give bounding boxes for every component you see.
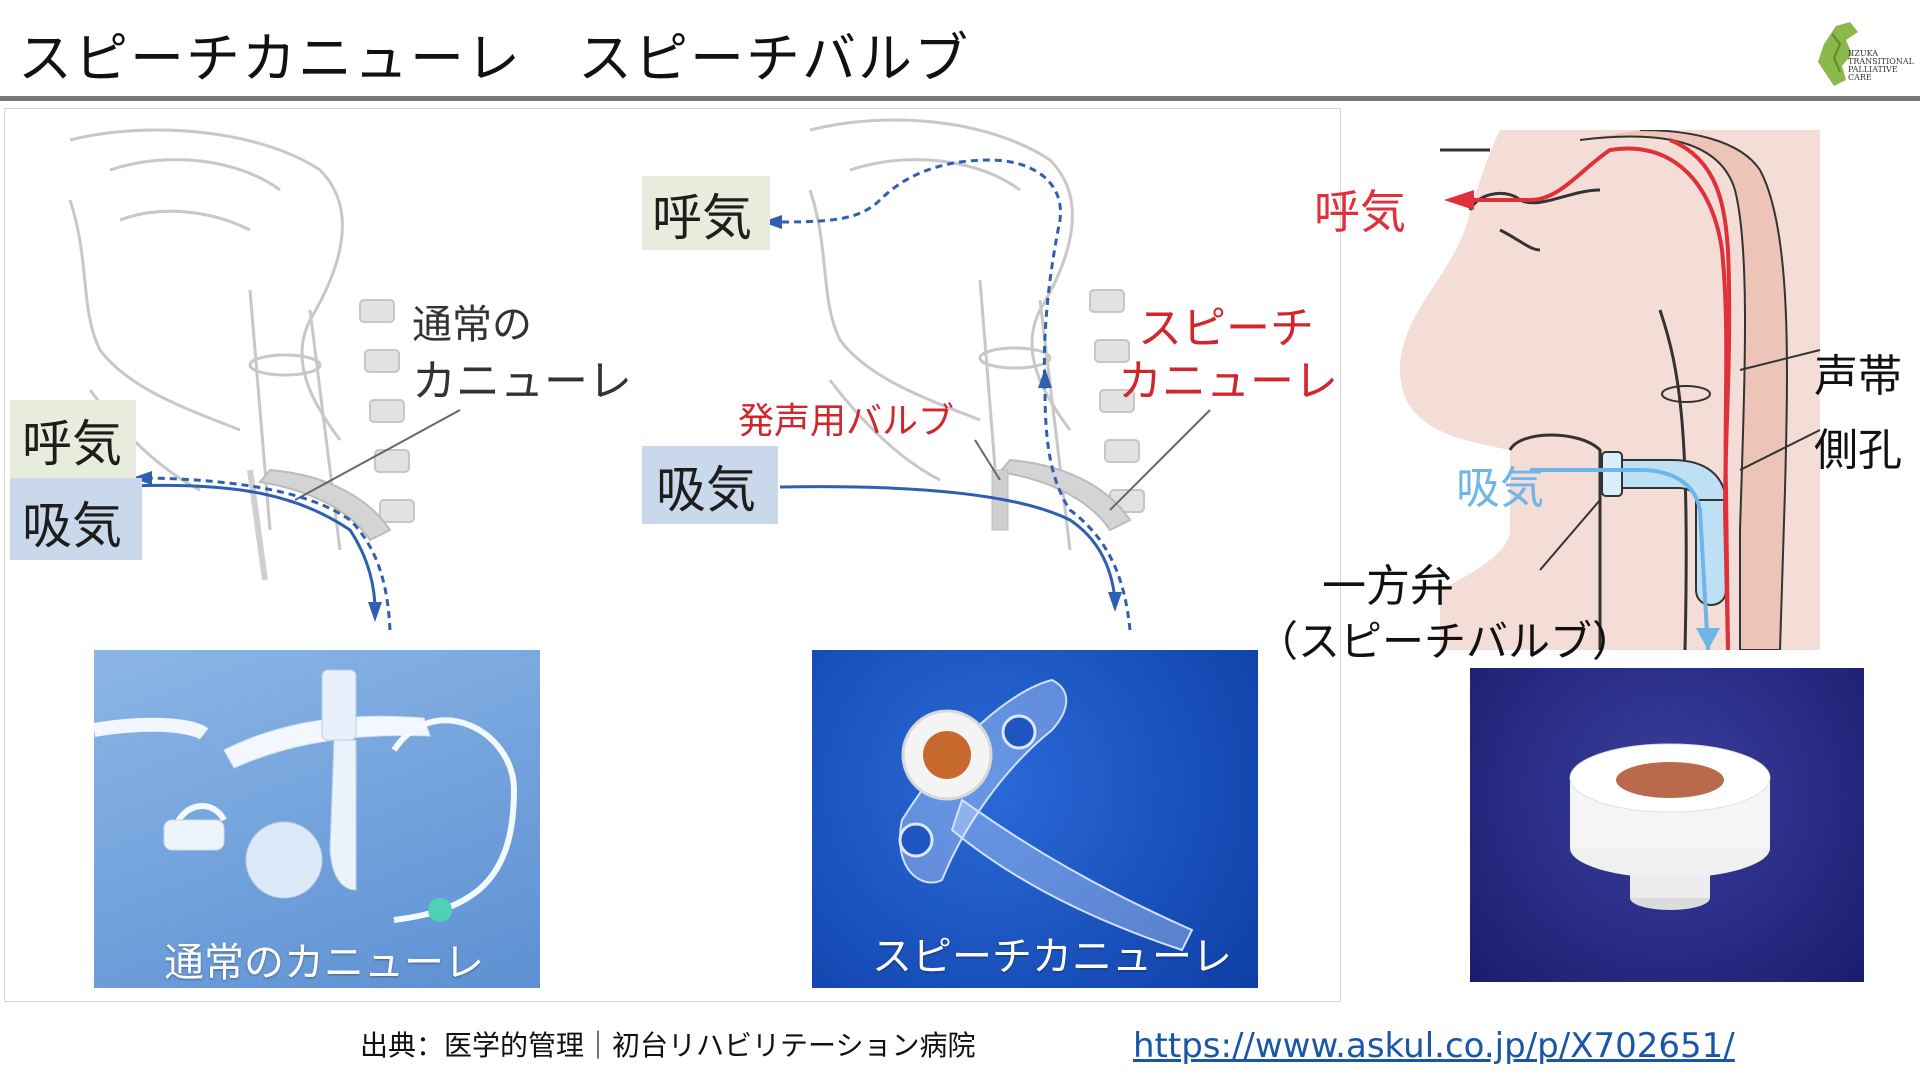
speech-cannula-product-image [898,678,1194,952]
logo-line-3: PALLIATIVE [1848,65,1898,74]
logo-line-1: IIZUKA [1848,49,1879,58]
exhale-box-2 [642,176,770,250]
logo-line-4: CARE [1848,73,1872,82]
speech-valve-airway-diagram [1400,130,1821,650]
normal-cannula-photo: 通常のカニューレ [94,650,540,988]
speech-valve-label: 発声用バルブ [738,401,955,442]
normal-cannula-photo-caption: 通常のカニューレ [164,940,484,986]
exhale-label-3: 呼気 [1314,185,1406,239]
inhale-label-2: 吸気 [656,461,756,519]
speech-cannula-label-line1: スピーチ [1138,303,1314,354]
speech-cannula-photo: スピーチカニューレ [812,650,1258,988]
source-link[interactable]: https://www.askul.co.jp/p/X702651/ [1133,1026,1735,1066]
one-way-valve-label-line2: （スピーチバルブ） [1256,617,1635,666]
vocal-cords-label: 声帯 [1814,351,1902,402]
normal-cannula-airway-diagram [68,128,461,631]
side-hole-label: 側孔 [1814,425,1902,476]
source-citation: 出典：医学的管理｜初台リハビリテーション病院 [360,1029,976,1062]
page-title: スピーチカニューレ スピーチバルブ [18,27,970,90]
speech-cannula-airway-diagram [762,118,1211,631]
exhale-box [10,400,136,478]
inhale-label: 吸気 [22,497,122,555]
normal-cannula-label-line1: 通常の [412,302,532,348]
exhale-label-2: 呼気 [652,189,752,247]
one-way-valve-label-line1: 一方弁 [1322,561,1454,612]
logo-line-2: TRANSITIONAL [1848,57,1914,66]
leaf-map-icon [1818,22,1858,86]
inhale-box [10,478,142,560]
speech-valve-product-image [1569,743,1771,910]
normal-cannula-label-line2: カニューレ [412,356,632,407]
title-divider [0,96,1920,101]
normal-cannula-product-image [94,669,518,923]
inhale-label-3: 吸気 [1456,463,1544,514]
speech-cannula-photo-caption: スピーチカニューレ [872,934,1232,980]
speech-cannula-label-line2: カニューレ [1118,356,1338,407]
exhale-label: 呼気 [22,415,122,473]
inhale-box-2 [642,446,778,524]
logo-text: IIZUKA TRANSITIONAL PALLIATIVE CARE [1848,50,1914,82]
speech-valve-photo [1470,668,1864,982]
